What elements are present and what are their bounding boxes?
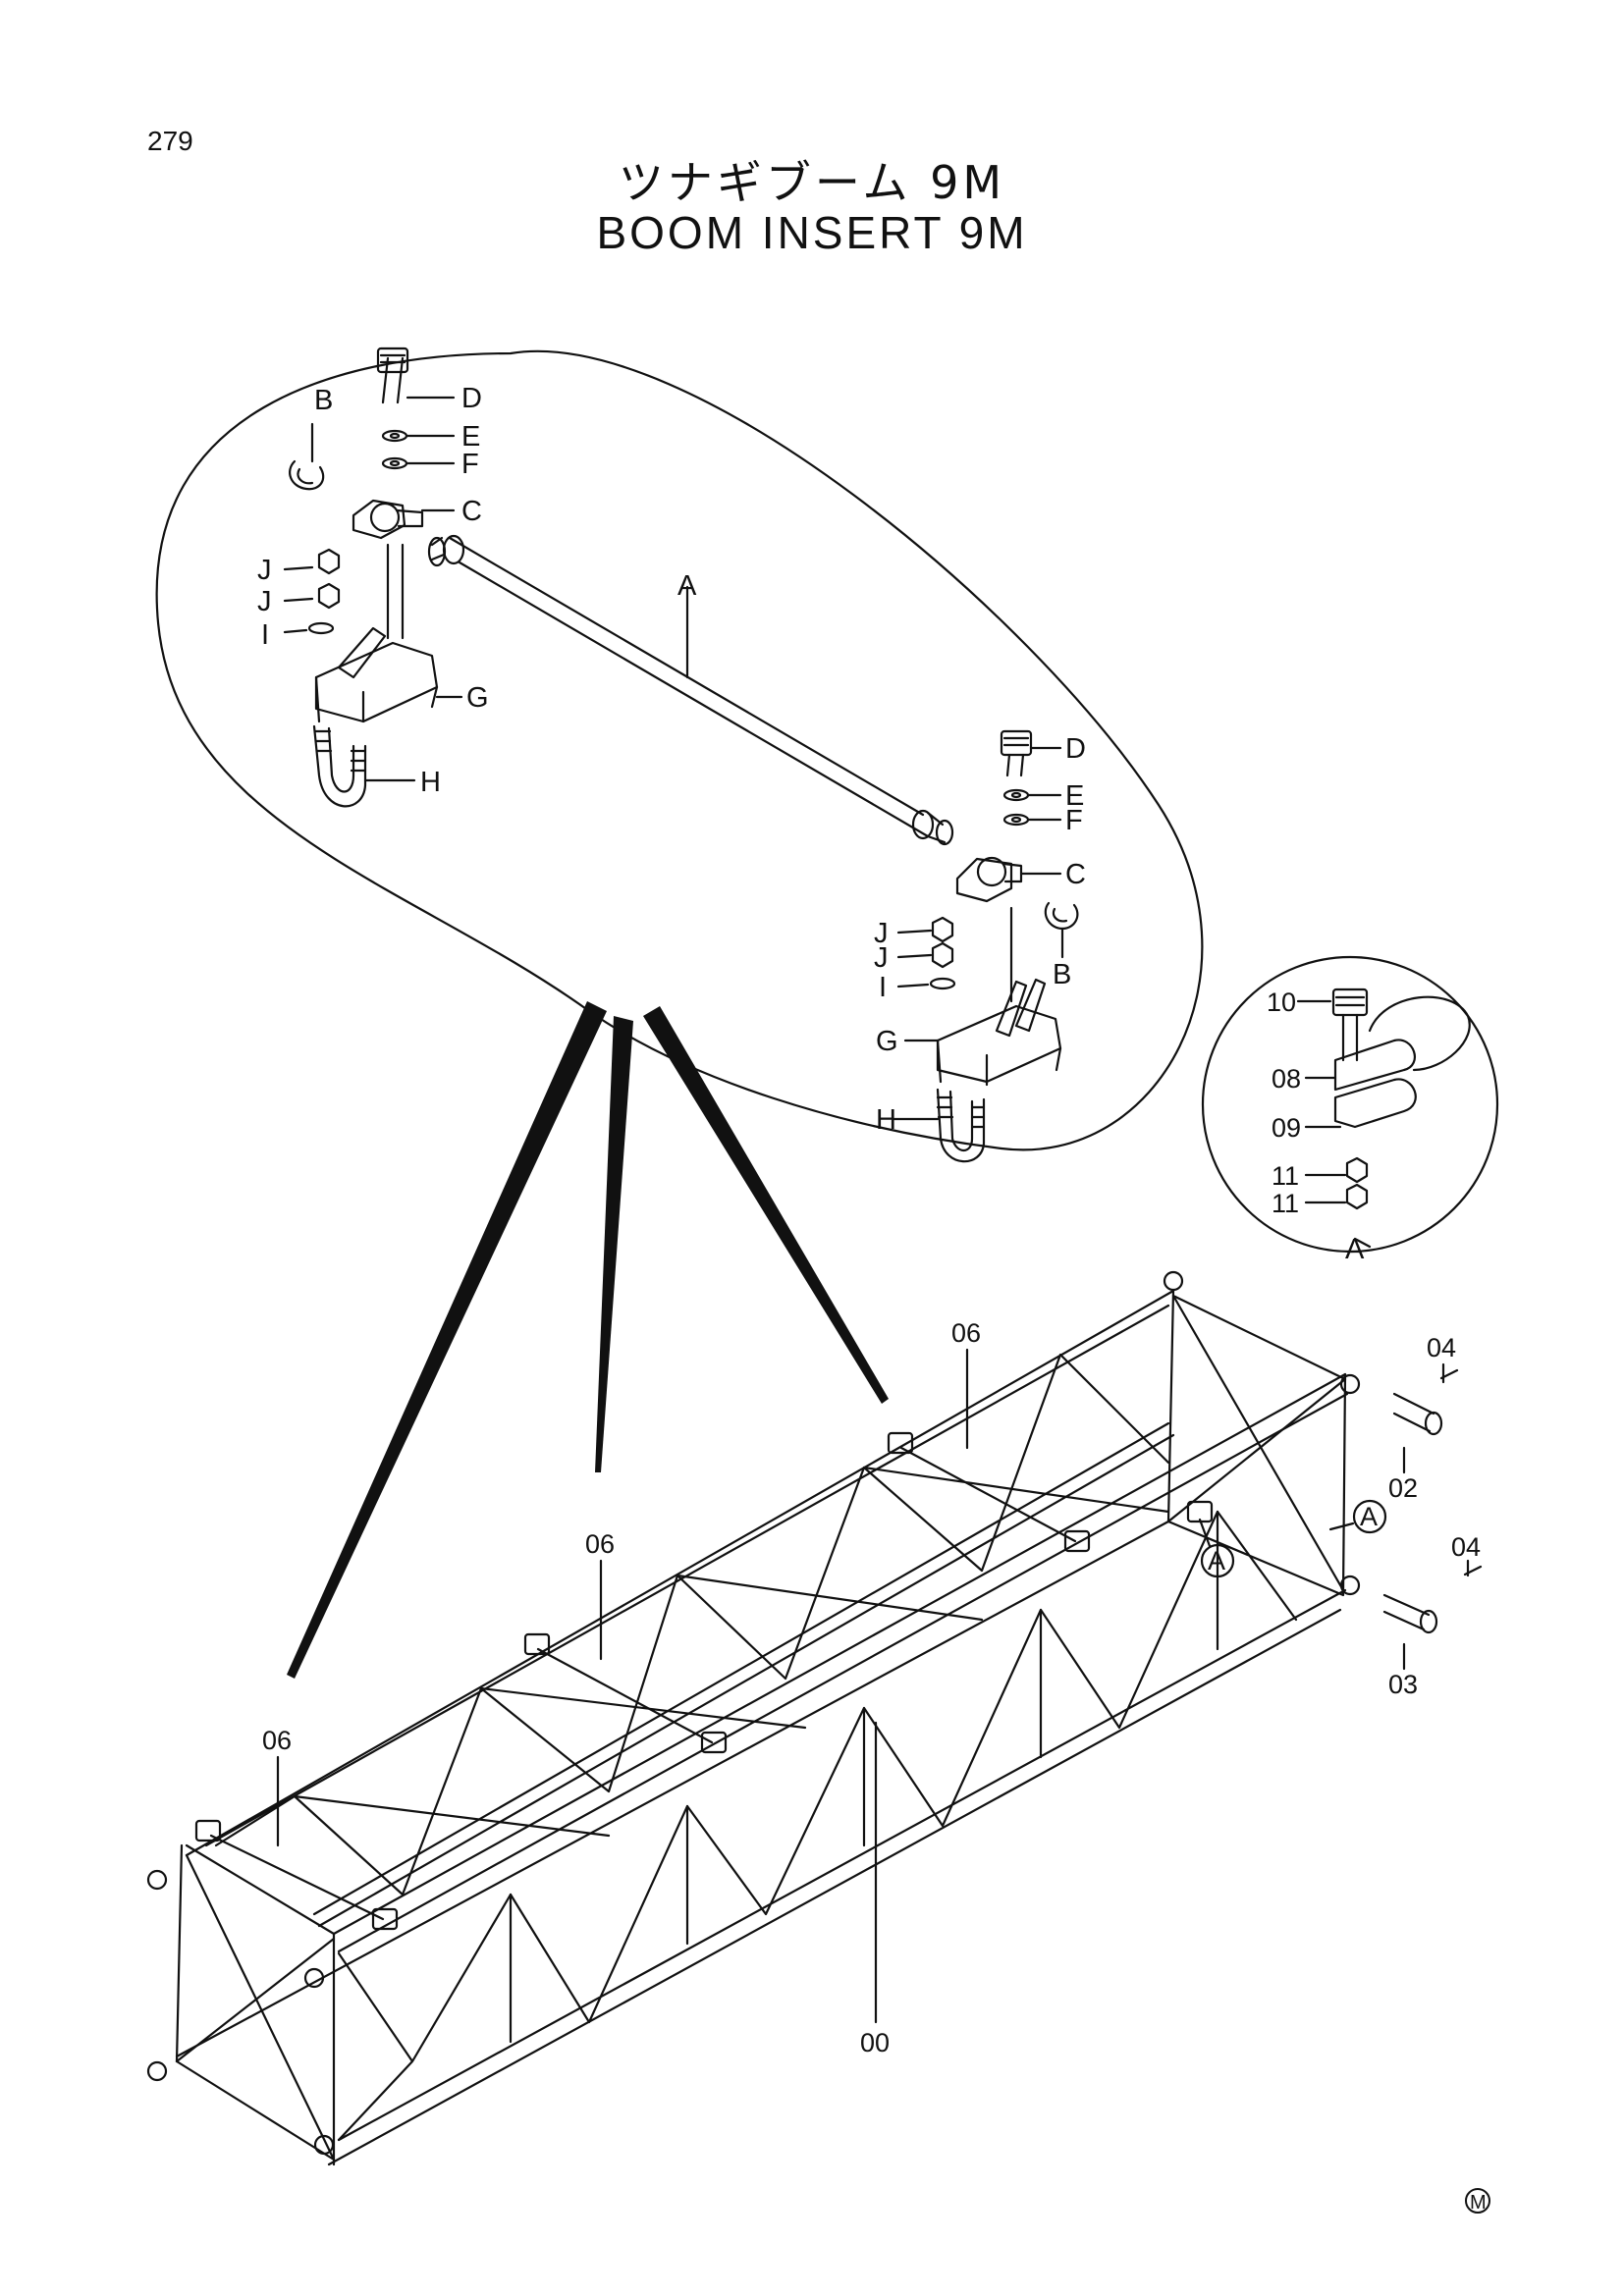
detail-leader-lines xyxy=(283,396,1064,1121)
label-part-02: 02 xyxy=(1388,1473,1418,1503)
label-j-upper-1: J xyxy=(257,555,272,586)
label-g-upper: G xyxy=(466,682,489,714)
label-b-lower: B xyxy=(1053,959,1071,990)
label-d-lower: D xyxy=(1065,733,1086,765)
label-e-lower: E xyxy=(1065,780,1084,812)
upper-left-shaft-group xyxy=(289,347,439,808)
label-f-upper: F xyxy=(461,449,479,480)
boom-insert-lattice xyxy=(146,1270,1483,2166)
page-number: 279 xyxy=(147,126,193,156)
label-h-upper: H xyxy=(420,767,441,798)
label-g-lower: G xyxy=(876,1026,898,1057)
label-part-04-upper: 04 xyxy=(1427,1333,1456,1362)
detail-bubble-outline xyxy=(155,349,1204,1151)
label-part-06-right: 06 xyxy=(951,1318,981,1348)
label-part-11-b: 11 xyxy=(1272,1189,1299,1218)
circle-a-marker-icon-2: A xyxy=(1208,1546,1225,1575)
label-part-06-left: 06 xyxy=(262,1726,292,1755)
label-c-upper: C xyxy=(461,496,482,527)
label-c-lower: C xyxy=(1065,859,1086,890)
label-h-lower: H xyxy=(876,1104,896,1136)
page-title-english: BOOM INSERT 9M xyxy=(596,207,1028,258)
shaft-a xyxy=(427,534,954,846)
detail-callouts: B D E F C A J J I G H D E F C B J J I G … xyxy=(257,383,1086,1136)
label-d-upper: D xyxy=(461,383,482,414)
clamp-detail-group xyxy=(1201,955,1499,1254)
label-i-upper: I xyxy=(261,619,269,651)
label-j-lower-2: J xyxy=(874,942,889,974)
label-e-upper: E xyxy=(461,421,480,453)
circle-a-marker-icon: A xyxy=(1360,1502,1378,1531)
label-j-upper-2: J xyxy=(257,586,272,617)
label-b-upper: B xyxy=(314,385,333,416)
label-part-10: 10 xyxy=(1267,988,1296,1017)
lower-right-shaft-group xyxy=(929,729,1079,1163)
mark-letter: M xyxy=(1470,2192,1487,2214)
circled-m-icon: M xyxy=(1465,2188,1490,2214)
label-part-04-lower: 04 xyxy=(1451,1532,1481,1562)
page-title-japanese: ツナギブーム 9M xyxy=(618,156,1006,209)
label-part-09: 09 xyxy=(1272,1113,1301,1143)
label-a-shaft: A xyxy=(677,570,697,602)
label-part-11-a: 11 xyxy=(1272,1161,1299,1191)
label-clamp-ref: A xyxy=(1345,1234,1365,1265)
clamp-detail-circle xyxy=(1201,955,1499,1254)
label-part-06-middle: 06 xyxy=(585,1529,615,1559)
clamp-detail-callouts: 10 08 09 11 11 A xyxy=(1267,988,1365,1265)
label-i-lower: I xyxy=(879,972,887,1003)
label-part-00: 00 xyxy=(860,2028,890,2057)
label-f-lower: F xyxy=(1065,805,1083,836)
detail-leader-wedges xyxy=(287,1001,889,1679)
assembly-callouts: 06 06 06 00 04 02 04 03 A A xyxy=(262,1318,1481,2057)
label-part-03: 03 xyxy=(1388,1670,1418,1699)
label-j-lower-1: J xyxy=(874,918,889,949)
label-part-08: 08 xyxy=(1272,1064,1301,1094)
